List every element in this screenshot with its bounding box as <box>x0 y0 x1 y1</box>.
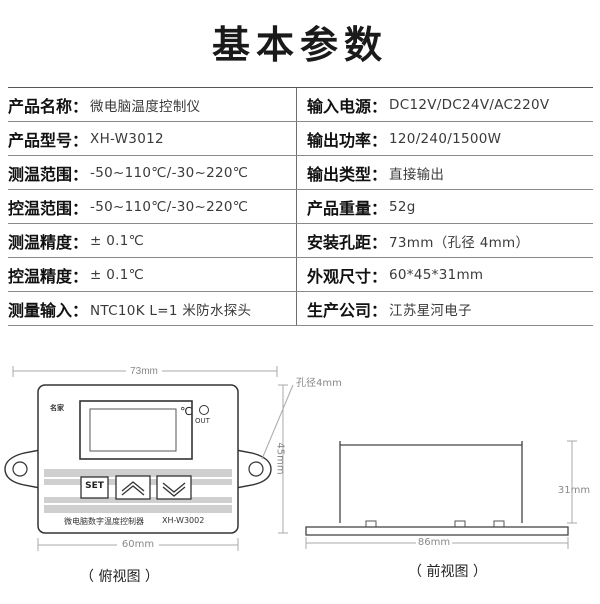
spec-label: 输出功率 <box>307 130 372 150</box>
spec-label: 产品名称 <box>8 96 73 116</box>
front-view-drawing <box>305 440 577 549</box>
spec-label: 安装孔距 <box>307 232 372 252</box>
spec-colon: ： <box>72 300 89 320</box>
spec-label: 产品型号 <box>8 130 73 150</box>
spec-value: 微电脑温度控制仪 <box>90 98 201 115</box>
spec-row: 测温范围：-50~110℃/-30~220℃ 输出类型：直接输出 <box>8 156 593 190</box>
spec-value: 120/240/1500W <box>389 130 502 147</box>
spec-label: 外观尺寸 <box>307 266 372 286</box>
set-button-label: SET <box>85 481 104 491</box>
spec-colon: ： <box>371 266 388 286</box>
spec-label: 生产公司 <box>307 300 372 320</box>
spec-row: 测量输入：NTC10K L=1 米防水探头 生产公司：江苏星河电子 <box>8 292 593 326</box>
spec-label: 输入电源 <box>307 96 372 116</box>
dim-60mm-label: 60mm <box>121 539 155 550</box>
spec-label: 控温精度 <box>8 266 73 286</box>
spec-value: NTC10K L=1 米防水探头 <box>90 302 252 319</box>
top-view-drawing: 73mm <box>4 364 294 551</box>
up-arrow-icon <box>121 481 145 496</box>
spec-row: 控温范围：-50~110℃/-30~220℃ 产品重量：52g <box>8 190 593 224</box>
spec-label: 产品重量 <box>307 198 372 218</box>
spec-label: 控温范围 <box>8 198 73 218</box>
down-button <box>156 475 192 500</box>
dimension-drawings: 73mm <box>0 355 600 600</box>
device-model-label: XH-W3002 <box>162 516 205 525</box>
spec-row: 产品型号：XH-W3012 输出功率：120/240/1500W <box>8 122 593 156</box>
spec-value: DC12V/DC24V/AC220V <box>389 96 550 113</box>
unit-label: ℃ <box>180 405 193 418</box>
front-view-caption: （ 前视图 ） <box>408 564 487 580</box>
dim-86mm-label: 86mm <box>417 537 451 548</box>
spec-label: 输出类型 <box>307 164 372 184</box>
dim-73mm-label: 73mm <box>130 366 158 377</box>
up-button <box>115 475 151 500</box>
drawing-canvas: 73mm <box>4 364 577 551</box>
spec-colon: ： <box>371 232 388 252</box>
top-view-caption: （ 俯视图 ） <box>80 569 159 585</box>
spec-value: XH-W3012 <box>90 130 164 147</box>
spec-value: ± 0.1℃ <box>90 232 145 249</box>
out-label: OUT <box>195 417 210 425</box>
spec-colon: ： <box>72 232 89 252</box>
spec-row: 测温精度：± 0.1℃ 安装孔距：73mm（孔径 4mm） <box>8 224 593 258</box>
set-button <box>80 476 109 499</box>
spec-value: 江苏星河电子 <box>389 302 472 319</box>
dim-45mm-label: 45mm <box>274 442 286 475</box>
spec-value: 73mm（孔径 4mm） <box>389 234 530 251</box>
spec-table: 产品名称：微电脑温度控制仪 输入电源：DC12V/DC24V/AC220V 产品… <box>8 87 593 326</box>
spec-colon: ： <box>371 198 388 218</box>
spec-colon: ： <box>371 96 388 116</box>
spec-value: ± 0.1℃ <box>90 266 145 283</box>
spec-value: 52g <box>389 198 416 215</box>
spec-value: 直接输出 <box>389 166 445 183</box>
brand-label: 名家 <box>50 404 64 412</box>
spec-colon: ： <box>371 164 388 184</box>
spec-row: 控温精度：± 0.1℃ 外观尺寸：60*45*31mm <box>8 258 593 292</box>
spec-colon: ： <box>72 198 89 218</box>
hole-size-label: 孔径4mm <box>296 378 342 389</box>
spec-value: 60*45*31mm <box>389 266 484 283</box>
spec-value: -50~110℃/-30~220℃ <box>90 198 249 215</box>
spec-row: 产品名称：微电脑温度控制仪 输入电源：DC12V/DC24V/AC220V <box>8 88 593 122</box>
spec-colon: ： <box>371 130 388 150</box>
dim-31mm-label: 31mm <box>557 485 591 496</box>
spec-colon: ： <box>72 130 89 150</box>
spec-label: 测量输入 <box>8 300 73 320</box>
spec-value: -50~110℃/-30~220℃ <box>90 164 249 181</box>
down-arrow-icon <box>162 482 186 497</box>
device-name-label: 微电脑数字温度控制器 <box>64 517 144 526</box>
spec-colon: ： <box>72 164 89 184</box>
spec-label: 测温精度 <box>8 232 73 252</box>
spec-colon: ： <box>72 266 89 286</box>
spec-label: 测温范围 <box>8 164 73 184</box>
spec-colon: ： <box>371 300 388 320</box>
page-title: 基本参数 <box>211 23 388 67</box>
spec-colon: ： <box>72 96 89 116</box>
